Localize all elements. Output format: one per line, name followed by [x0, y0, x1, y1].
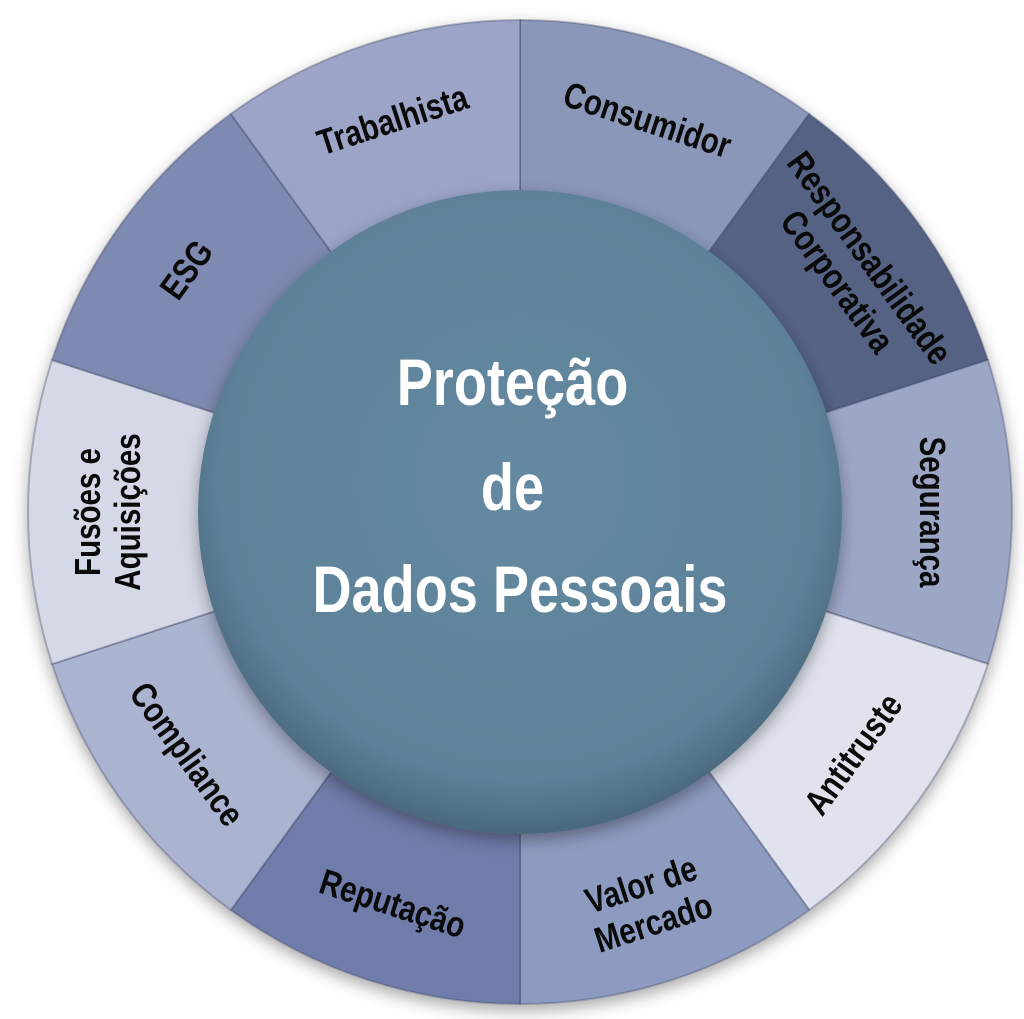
segment-label-line: Segurança — [912, 437, 952, 589]
center-title-line: de — [481, 450, 544, 524]
center-title: Proteção de Dados Pessoais — [312, 345, 727, 626]
segment-label: Fusões eAquisições — [67, 433, 147, 590]
segment-label-line: Aquisições — [107, 433, 147, 590]
center-title-line: Proteção — [397, 345, 629, 419]
segment-label-line: Fusões e — [67, 448, 107, 576]
center-circle — [198, 190, 842, 834]
center-title-line: Dados Pessoais — [312, 552, 727, 626]
segment-ring — [27, 18, 1013, 1006]
segment-label: Segurança — [912, 437, 952, 589]
